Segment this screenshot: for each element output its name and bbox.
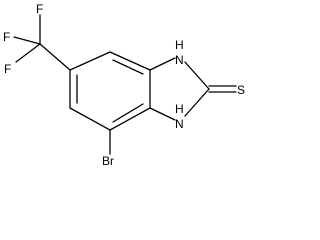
atom-nitrogen-top: N bbox=[175, 53, 184, 67]
bond-cf3-f-left bbox=[15, 43, 41, 63]
bond-c2-n1 bbox=[149, 57, 176, 71]
atom-bromine: Br bbox=[102, 154, 114, 168]
bond-cf3-f-bottom bbox=[13, 36, 41, 45]
atom-sulfur: S bbox=[237, 83, 245, 97]
atom-nh-top-hydrogen: H bbox=[175, 38, 184, 52]
inner-bond-c3-c4 bbox=[112, 103, 144, 123]
bond-n1-c8 bbox=[184, 61, 210, 90]
atom-label-group: F F F H N H N S Br bbox=[3, 2, 245, 168]
atom-nh-bottom-hydrogen: H bbox=[175, 102, 184, 116]
bond-c4-c5 bbox=[69, 107, 111, 131]
atom-f-left: F bbox=[4, 62, 11, 76]
molecule-canvas: F F F H N H N S Br bbox=[3, 2, 246, 168]
inner-bond-c1-c2 bbox=[112, 59, 144, 75]
atom-f-bottom: F bbox=[3, 30, 10, 44]
bond-c6-c1 bbox=[69, 51, 111, 71]
structure-diagram: F F F H N H N S Br bbox=[3, 2, 245, 168]
bond-group bbox=[13, 14, 237, 155]
bond-c3-c4 bbox=[109, 107, 151, 131]
bond-c1-c2 bbox=[109, 51, 151, 71]
atom-nitrogen-bottom: N bbox=[175, 117, 184, 131]
bond-c8-n3 bbox=[184, 88, 210, 117]
bond-ring-cf3 bbox=[39, 43, 71, 71]
atom-f-top: F bbox=[36, 2, 43, 16]
bond-n3-c3 bbox=[149, 107, 176, 121]
